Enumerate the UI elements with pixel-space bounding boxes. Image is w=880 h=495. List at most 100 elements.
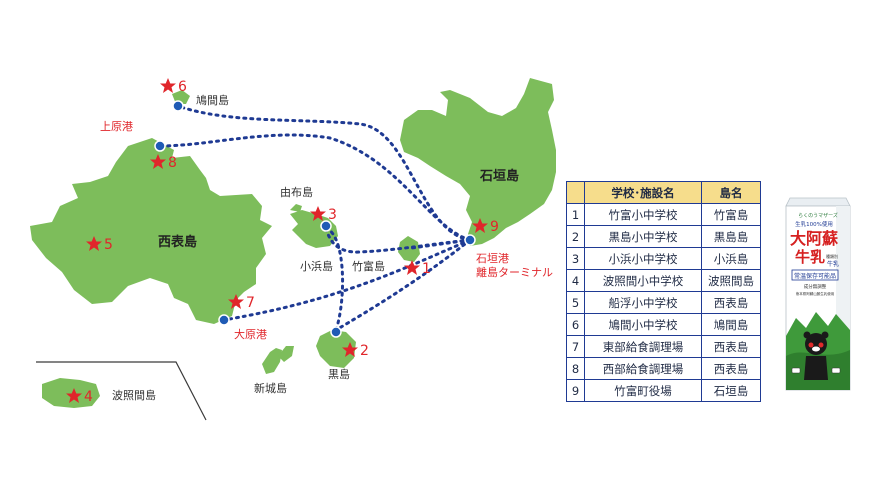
mascot-ear-left bbox=[803, 331, 811, 339]
milk-kind: 牛乳 bbox=[827, 260, 839, 268]
star-icon bbox=[472, 218, 488, 233]
row-number: 3 bbox=[566, 247, 585, 270]
kohama-island bbox=[290, 210, 338, 248]
port-ohara bbox=[218, 314, 230, 326]
star-icon bbox=[86, 236, 102, 251]
marker-8: 8 bbox=[150, 154, 177, 171]
marker-number: 7 bbox=[246, 295, 255, 311]
table-row: 1 竹富小中学校 竹富島 bbox=[566, 203, 761, 226]
mascot-cheek-right bbox=[818, 342, 824, 348]
label-uehara-port: 上原港 bbox=[100, 120, 133, 133]
route-ishigaki-uehara bbox=[158, 133, 472, 242]
table-row: 3 小浜小中学校 小浜島 bbox=[566, 247, 761, 270]
label-ishigaki-terminal: 離島ターミナル bbox=[476, 265, 553, 279]
row-island: 西表島 bbox=[701, 335, 761, 358]
label-kuro: 黒島 bbox=[328, 367, 350, 381]
marker-9: 9 bbox=[472, 218, 499, 235]
table-row: 7 東部給食調理場 西表島 bbox=[566, 335, 761, 358]
row-name: 竹富町役場 bbox=[584, 379, 702, 402]
marker-number: 9 bbox=[490, 219, 499, 235]
table-row: 2 黒島小中学校 黒島島 bbox=[566, 225, 761, 248]
row-name: 鳩間小中学校 bbox=[584, 313, 702, 336]
route-ishigaki-taketomi bbox=[410, 238, 472, 250]
table-row: 4 波照間小中学校 波照間島 bbox=[566, 269, 761, 292]
school-table: 学校･施設名 島名 1 竹富小中学校 竹富島 2 黒島小中学校 黒島島 3 小浜… bbox=[566, 181, 761, 402]
storage-badge bbox=[791, 269, 839, 281]
milk-storage: 常温保存可能品 bbox=[794, 272, 836, 280]
row-number: 4 bbox=[566, 269, 585, 292]
milk-sub-text: 生乳100%使用 bbox=[795, 220, 833, 228]
port-hatoma bbox=[172, 100, 184, 112]
row-number: 2 bbox=[566, 225, 585, 248]
kuro-island bbox=[316, 330, 356, 368]
row-number: 9 bbox=[566, 379, 585, 402]
milk-note-2: 熊本県阿蘇山麓生乳使用 bbox=[796, 291, 835, 296]
row-name: 小浜小中学校 bbox=[584, 247, 702, 270]
row-island: 竹富島 bbox=[701, 203, 761, 226]
iriomote-island bbox=[30, 138, 272, 324]
marker-number: 8 bbox=[168, 155, 177, 171]
star-icon bbox=[66, 388, 82, 403]
row-number: 7 bbox=[566, 335, 585, 358]
table-row: 8 西部給食調理場 西表島 bbox=[566, 357, 761, 380]
table-row: 5 船浮小中学校 西表島 bbox=[566, 291, 761, 314]
yubu-island bbox=[290, 204, 302, 212]
mascot-head bbox=[805, 333, 827, 355]
row-number: 1 bbox=[566, 203, 585, 226]
label-ohara-port: 大原港 bbox=[234, 327, 267, 341]
row-island: 西表島 bbox=[701, 291, 761, 314]
row-name: 竹富小中学校 bbox=[584, 203, 702, 226]
marker-7: 7 bbox=[228, 294, 255, 311]
label-hatoma: 鳩間島 bbox=[196, 93, 229, 107]
ishigaki-island bbox=[400, 78, 556, 246]
marker-number: 3 bbox=[328, 207, 337, 223]
marker-6: 6 bbox=[160, 78, 187, 95]
marker-number: 2 bbox=[360, 343, 369, 359]
inset-frame-line bbox=[36, 361, 207, 421]
label-iriomote: 西表島 bbox=[158, 234, 197, 250]
row-number: 8 bbox=[566, 357, 585, 380]
star-icon bbox=[150, 154, 166, 169]
mascot-cheek-left bbox=[808, 342, 814, 348]
row-name: 船浮小中学校 bbox=[584, 291, 702, 314]
star-icon bbox=[342, 342, 358, 357]
mascot-ear-right bbox=[821, 331, 829, 339]
label-hateruma: 波照間島 bbox=[112, 388, 156, 402]
row-name: 黒島小中学校 bbox=[584, 225, 702, 248]
marker-number: 4 bbox=[84, 389, 93, 405]
row-number: 6 bbox=[566, 313, 585, 336]
row-island: 鳩間島 bbox=[701, 313, 761, 336]
port-ishigaki bbox=[464, 234, 476, 246]
table-header-row: 学校･施設名 島名 bbox=[566, 181, 761, 204]
aragusuku-island-2 bbox=[278, 346, 294, 362]
marker-2: 2 bbox=[342, 342, 369, 359]
star-icon bbox=[404, 260, 420, 275]
marker-number: 1 bbox=[422, 261, 431, 277]
header-name: 学校･施設名 bbox=[584, 181, 702, 204]
label-yubu: 由布島 bbox=[280, 185, 313, 199]
header-island: 島名 bbox=[701, 181, 761, 204]
route-ishigaki-ohara bbox=[222, 238, 472, 322]
label-aragusuku: 新城島 bbox=[254, 381, 287, 395]
mascot-body bbox=[804, 356, 828, 380]
route-ishigaki-hatoma bbox=[176, 104, 472, 242]
row-name: 東部給食調理場 bbox=[584, 335, 702, 358]
row-island: 石垣島 bbox=[701, 379, 761, 402]
marker-number: 5 bbox=[104, 237, 113, 253]
milk-title-2: 牛乳 bbox=[795, 248, 825, 266]
header-no bbox=[566, 181, 585, 204]
marker-3: 3 bbox=[310, 206, 337, 223]
milk-carton-image: らくのうマザーズ 生乳100%使用 大阿蘇 牛乳 種類別 牛乳 常温保存可能品 … bbox=[785, 197, 851, 391]
row-number: 5 bbox=[566, 291, 585, 314]
row-name: 波照間小中学校 bbox=[584, 269, 702, 292]
milk-note-1: 成分無調整 bbox=[804, 283, 827, 290]
port-kohama bbox=[320, 220, 332, 232]
milk-kind-small: 種類別 bbox=[826, 253, 838, 259]
row-island: 小浜島 bbox=[701, 247, 761, 270]
aragusuku-island bbox=[262, 348, 282, 374]
route-kohama-kuro bbox=[324, 226, 344, 332]
label-ishigaki: 石垣島 bbox=[479, 168, 519, 184]
milk-title: 大阿蘇 bbox=[790, 229, 839, 248]
marker-4: 4 bbox=[66, 388, 93, 405]
